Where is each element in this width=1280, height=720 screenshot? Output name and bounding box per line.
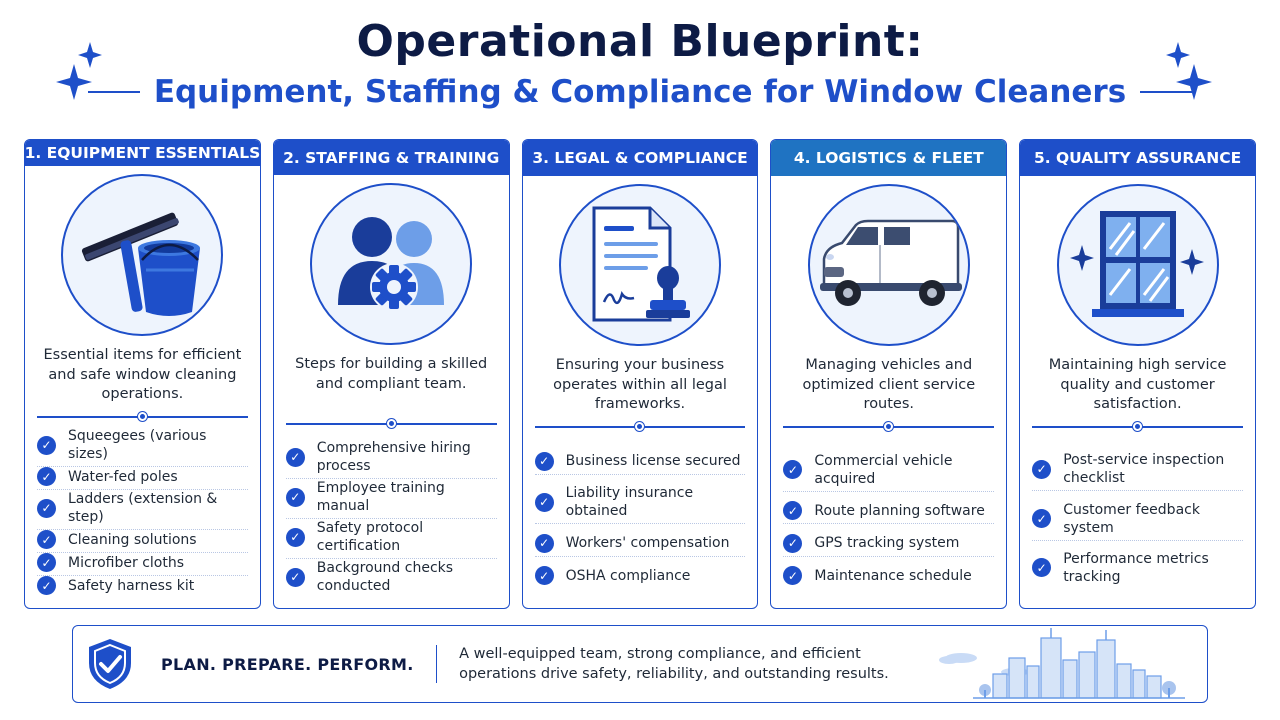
checklist-item: ✓OSHA compliance — [534, 566, 746, 588]
checklist: ✓Squeegees (various sizes) ✓Water-fed po… — [25, 423, 260, 608]
checklist-item: ✓Maintenance schedule — [783, 566, 994, 588]
team-gear-icon — [338, 217, 445, 312]
check-icon: ✓ — [285, 567, 305, 587]
card-divider — [285, 415, 497, 433]
check-icon: ✓ — [37, 553, 56, 572]
card-equipment: 1. EQUIPMENT ESSENTIALS Essential items … — [24, 139, 261, 609]
footer-divider — [435, 645, 438, 683]
checklist-item: ✓Performance metrics tracking — [1032, 550, 1243, 589]
card-title: 1. EQUIPMENT ESSENTIALS — [25, 140, 260, 166]
subtitle-row: Equipment, Staffing & Compliance for Win… — [0, 70, 1280, 114]
checklist: ✓Comprehensive hiring process ✓Employee … — [274, 435, 509, 608]
checklist-item: ✓Background checks conducted — [285, 559, 497, 598]
check-icon: ✓ — [534, 566, 554, 586]
city-skyline-icon — [939, 628, 1185, 699]
checklist-item: ✓Microfiber cloths — [37, 553, 248, 576]
card-staffing: 2. STAFFING & TRAINING — [272, 139, 510, 609]
card-divider — [1032, 418, 1243, 436]
card-description: Ensuring your business operates within a… — [553, 357, 727, 412]
checklist-item: ✓Safety harness kit — [37, 576, 248, 598]
icon-circle — [558, 184, 721, 346]
checklist-item: ✓GPS tracking system — [783, 533, 995, 557]
card-description: Managing vehicles and optimized client s… — [802, 357, 976, 412]
check-icon: ✓ — [534, 451, 554, 471]
subtitle-line-right — [1140, 91, 1193, 93]
checklist-item: ✓Water-fed poles — [37, 467, 248, 490]
sparkling-window-icon — [1069, 211, 1204, 317]
checklist-item: ✓Employee training manual — [285, 479, 497, 519]
checklist-item: ✓Post-service inspection checklist — [1032, 451, 1243, 492]
checklist: ✓Commercial vehicle acquired ✓Route plan… — [771, 438, 1006, 608]
card-description: Steps for building a skilled and complia… — [295, 356, 488, 392]
checklist-item: ✓Squeegees (various sizes) — [37, 427, 248, 467]
card-divider — [783, 418, 995, 436]
checklist-item: ✓Ladders (extension & step) — [37, 490, 248, 530]
checklist-item: ✓Commercial vehicle acquired — [783, 452, 995, 492]
checklist-item: ✓Business license secured — [534, 451, 746, 475]
check-icon: ✓ — [285, 447, 305, 467]
check-icon: ✓ — [285, 487, 305, 507]
check-icon: ✓ — [37, 530, 56, 549]
icon-circle — [807, 184, 970, 346]
checklist-item: ✓Safety protocol certification — [285, 519, 497, 559]
check-icon: ✓ — [783, 460, 803, 480]
card-title: 4. LOGISTICS & FLEET — [771, 140, 1007, 176]
check-icon: ✓ — [783, 533, 803, 553]
card-logistics: 4. LOGISTICS & FLEET Managing veh — [770, 139, 1008, 609]
check-icon: ✓ — [37, 576, 56, 595]
check-icon: ✓ — [285, 527, 305, 547]
footer-banner: PLAN. PREPARE. PERFORM. A well-equipped … — [72, 625, 1208, 703]
check-icon: ✓ — [783, 566, 803, 586]
checklist-item: ✓Customer feedback system — [1032, 501, 1243, 541]
footer-text: A well-equipped team, strong compliance,… — [459, 646, 889, 682]
card-title: 5. QUALITY ASSURANCE — [1020, 140, 1255, 176]
checklist: ✓Post-service inspection checklist ✓Cust… — [1020, 438, 1255, 608]
page-title: Operational Blueprint: — [356, 16, 924, 67]
header: Operational Blueprint: Equipment, Staffi… — [0, 8, 1280, 114]
icon-circle — [310, 183, 473, 346]
page-subtitle: Equipment, Staffing & Compliance for Win… — [153, 74, 1127, 110]
card-description: Essential items for efficient and safe w… — [43, 347, 242, 402]
document-stamp-icon — [592, 206, 690, 322]
check-icon: ✓ — [534, 533, 554, 553]
card-row: 1. EQUIPMENT ESSENTIALS Essential items … — [24, 139, 1256, 609]
sparkle-icon — [56, 42, 102, 100]
card-legal: 3. LEGAL & COMPLIANCE Ensuring yo — [521, 139, 759, 609]
checklist-item: ✓Comprehensive hiring process — [285, 439, 497, 479]
card-description: Maintaining high service quality and cus… — [1048, 357, 1227, 412]
checklist-item: ✓Workers' compensation — [534, 533, 746, 557]
checklist: ✓Business license secured ✓Liability ins… — [523, 438, 758, 608]
check-icon: ✓ — [37, 498, 56, 518]
check-icon: ✓ — [534, 492, 554, 512]
check-icon: ✓ — [1032, 509, 1052, 528]
check-icon: ✓ — [37, 435, 56, 455]
card-divider — [534, 418, 746, 436]
icon-circle — [1056, 184, 1219, 346]
checklist-item: ✓Liability insurance obtained — [534, 484, 746, 525]
shield-check-icon — [89, 639, 131, 689]
check-icon: ✓ — [1032, 558, 1052, 578]
check-icon: ✓ — [783, 501, 803, 521]
icon-circle — [61, 174, 224, 336]
sparkle-icon — [1166, 42, 1212, 100]
card-divider — [37, 408, 248, 421]
card-title: 3. LEGAL & COMPLIANCE — [522, 140, 758, 176]
footer-tagline: PLAN. PREPARE. PERFORM. — [161, 654, 414, 674]
card-quality: 5. QUALITY ASSURANCE M — [1019, 139, 1256, 609]
squeegee-bucket-icon — [82, 212, 201, 316]
checklist-item: ✓Cleaning solutions — [37, 530, 248, 553]
subtitle-line-left — [87, 91, 140, 93]
check-icon: ✓ — [37, 467, 56, 486]
checklist-item: ✓Route planning software — [783, 501, 995, 525]
check-icon: ✓ — [1032, 459, 1052, 479]
van-icon — [819, 219, 962, 306]
card-title: 2. STAFFING & TRAINING — [273, 140, 509, 176]
